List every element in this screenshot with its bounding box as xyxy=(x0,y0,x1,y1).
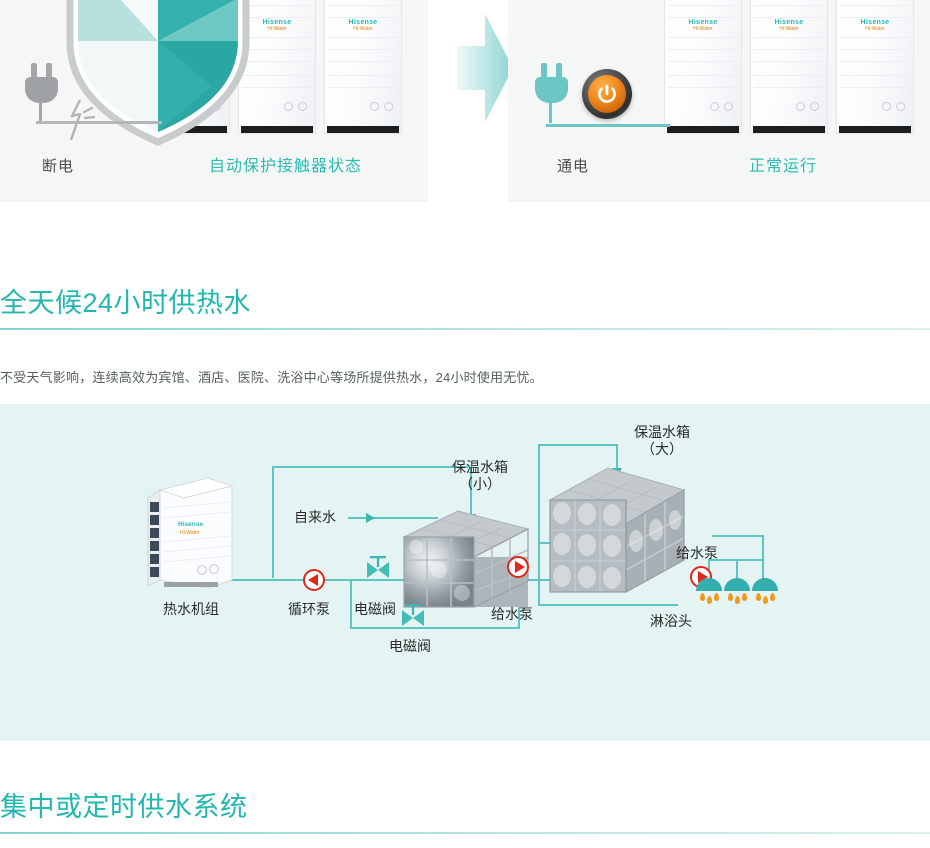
label-solenoid-valve-upper: 电磁阀 xyxy=(354,601,396,617)
outdoor-unit: Hisense Hi-Water xyxy=(836,0,914,134)
unit-brand-secondary: Hi-Water xyxy=(779,26,799,32)
power-plug-icon xyxy=(530,63,576,125)
panel-power-off: Hisense Hi-Water Hisense Hi-Water xyxy=(0,0,428,202)
label-tank-small: 保温水箱 （小） xyxy=(452,459,508,493)
pipe-segment xyxy=(350,579,352,629)
pipe-tap-water xyxy=(348,517,438,519)
caption-power-on: 通电 xyxy=(557,158,590,175)
pipe-segment xyxy=(538,604,678,606)
page-title-water-supply: 集中或定时供水系统 xyxy=(0,792,248,822)
unit-brand-primary: Hisense xyxy=(860,19,890,26)
label-heat-pump-unit: 热水机组 xyxy=(163,601,219,617)
shower-head-icon xyxy=(696,578,722,604)
outdoor-unit: Hisense Hi-Water xyxy=(664,0,742,134)
solenoid-valve-icon xyxy=(402,604,424,626)
broken-power-spark-icon xyxy=(69,99,96,141)
section-heading-water-supply: 集中或定时供水系统 xyxy=(0,788,930,834)
panel-power-on: Hisense Hi-Water Hisense Hi-Water xyxy=(508,0,930,202)
pump-left-icon xyxy=(303,569,325,591)
pipe-segment xyxy=(616,444,618,472)
pipe-segment xyxy=(470,466,472,518)
caption-auto-protection-status: 自动保护接触器状态 xyxy=(209,158,363,175)
label-shower-heads: 淋浴头 xyxy=(650,613,692,629)
power-plug-icon xyxy=(20,63,66,125)
pipe-segment xyxy=(538,444,540,574)
shower-head-icon xyxy=(752,578,778,604)
unit-brand-secondary: Hi-Water xyxy=(693,26,713,32)
pipe-segment xyxy=(538,444,618,446)
page-title-hot-water: 全天候24小时供热水 xyxy=(0,288,252,318)
pipe-segment xyxy=(538,574,540,606)
outdoor-unit: Hisense Hi-Water xyxy=(324,0,402,134)
unit-brand-secondary: Hi-Water xyxy=(353,26,373,32)
caption-power-off: 断电 xyxy=(42,158,75,175)
pipe-segment xyxy=(762,535,764,559)
pump-right-icon xyxy=(507,556,529,578)
heading-divider xyxy=(0,832,930,834)
heading-divider xyxy=(0,328,930,330)
label-feed-pump-right: 给水泵 xyxy=(676,545,718,561)
svg-text:Hi-Water: Hi-Water xyxy=(180,530,200,536)
label-circulation-pump: 循环泵 xyxy=(288,601,330,617)
power-on-icon[interactable] xyxy=(582,69,632,119)
solenoid-valve-icon xyxy=(367,556,389,578)
pipe-segment xyxy=(762,559,764,579)
pipe-segment xyxy=(350,627,520,629)
label-tap-water: 自来水 xyxy=(294,509,336,525)
pipe-segment xyxy=(736,559,738,579)
label-solenoid-valve-lower: 电磁阀 xyxy=(389,638,431,654)
right-arrow-icon xyxy=(457,14,513,122)
label-tank-large: 保温水箱 （大） xyxy=(634,424,690,458)
power-wire xyxy=(546,124,670,127)
pipe-segment xyxy=(712,535,764,537)
unit-brand-primary: Hisense xyxy=(262,19,292,26)
label-tank-large-line2: （大） xyxy=(641,441,683,457)
unit-brand-primary: Hisense xyxy=(774,19,804,26)
label-tank-small-line1: 保温水箱 xyxy=(452,459,508,475)
label-tank-small-line2: （小） xyxy=(459,476,501,492)
unit-brand-secondary: Hi-Water xyxy=(267,26,287,32)
water-tank-icon xyxy=(548,467,686,594)
heat-pump-unit-icon: Hisense Hi-Water xyxy=(147,477,234,589)
caption-normal-operation: 正常运行 xyxy=(749,158,818,175)
shower-head-icon xyxy=(724,578,750,604)
hot-water-system-diagram: Hisense Hi-Water 热水机组 xyxy=(0,404,930,741)
unit-brand-primary: Hisense xyxy=(688,19,718,26)
svg-text:Hisense: Hisense xyxy=(178,521,203,528)
section-heading-hot-water: 全天候24小时供热水 xyxy=(0,284,930,330)
power-wire xyxy=(36,121,162,124)
label-feed-pump-left: 给水泵 xyxy=(491,606,533,622)
pipe-segment xyxy=(272,466,472,468)
unit-brand-secondary: Hi-Water xyxy=(865,26,885,32)
water-tank-icon xyxy=(402,510,530,608)
flow-arrow-icon xyxy=(366,513,375,523)
label-tank-large-line1: 保温水箱 xyxy=(634,424,690,440)
power-protection-comparison: Hisense Hi-Water Hisense Hi-Water xyxy=(0,0,930,202)
unit-brand-primary: Hisense xyxy=(348,19,378,26)
section-description-hot-water: 不受天气影响，连续高效为宾馆、酒店、医院、洗浴中心等场所提供热水，24小时使用无… xyxy=(0,370,543,385)
protection-shield-icon xyxy=(66,0,250,146)
outdoor-unit: Hisense Hi-Water xyxy=(750,0,828,134)
pipe-segment xyxy=(272,466,274,578)
